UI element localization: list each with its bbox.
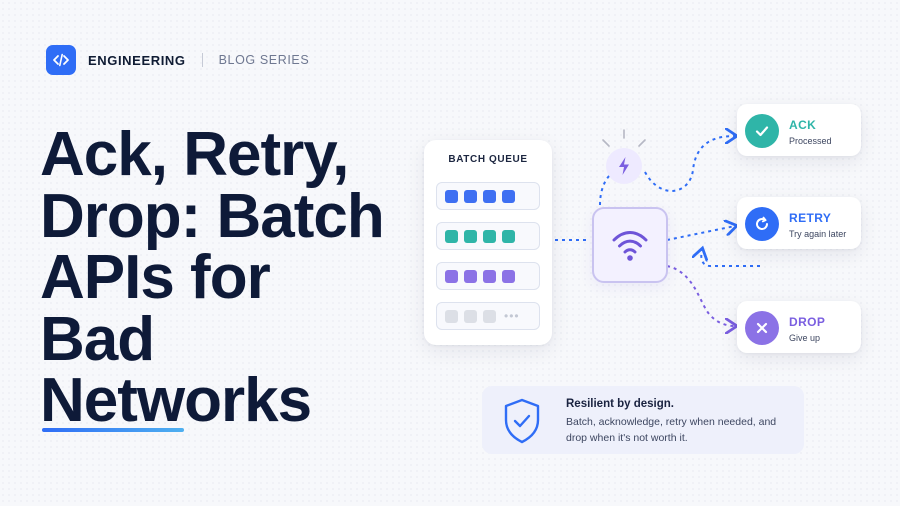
outcome-title: ACK	[789, 118, 817, 132]
queue-cell	[445, 189, 458, 203]
queue-row: •••	[436, 302, 540, 330]
shield-check-icon	[498, 396, 546, 451]
wifi-icon	[612, 231, 648, 261]
signal-rays	[602, 129, 646, 147]
banner-title: Resilient by design.	[566, 398, 674, 410]
queue-cell	[445, 309, 458, 323]
queue-cell	[502, 189, 515, 203]
outcome-title: RETRY	[789, 211, 832, 225]
outcome-subtitle: Give up	[789, 333, 821, 343]
more-indicator: •••	[504, 309, 520, 323]
outcome-card-ack: ACK Processed	[737, 104, 861, 156]
queue-row	[436, 262, 540, 290]
queue-cell	[445, 229, 458, 243]
outcome-subtitle: Try again later	[789, 229, 847, 239]
retry-loop-line	[701, 250, 760, 267]
queue-cell	[483, 229, 496, 243]
check-icon	[745, 114, 779, 148]
queue-row	[436, 222, 540, 250]
outcome-card-drop: DROP Give up	[737, 301, 861, 353]
to-ack-line	[644, 136, 735, 192]
queue-cell	[502, 229, 515, 243]
lightning-icon	[606, 148, 642, 184]
title-line: Bad Networks	[40, 304, 312, 435]
queue-cell	[483, 189, 496, 203]
queue-cell	[464, 269, 477, 283]
queue-cell	[445, 269, 458, 283]
hub-to-signal-line	[599, 174, 611, 206]
info-banner: Resilient by design. Batch, acknowledge,…	[482, 386, 804, 454]
to-retry-line	[666, 226, 735, 241]
title-line: Drop: Batch	[40, 181, 385, 251]
title-line: Ack, Retry,	[40, 120, 349, 189]
page-title: Ack, Retry, Drop: Batch APIs for Bad Net…	[40, 124, 440, 432]
queue-cell	[483, 269, 496, 283]
batch-queue-card: BATCH QUEUE •••	[424, 140, 552, 345]
queue-cell	[483, 309, 496, 323]
banner-body: Batch, acknowledge, retry when needed, a…	[566, 416, 777, 444]
queue-cell	[464, 309, 477, 323]
outcome-card-retry: RETRY Try again later	[737, 197, 861, 249]
queue-cell	[502, 269, 515, 283]
title-line: APIs for	[40, 243, 271, 312]
code-icon	[46, 45, 76, 75]
outcome-title: DROP	[789, 315, 826, 329]
queue-cell	[464, 229, 477, 243]
network-hub	[592, 207, 668, 283]
refresh-icon	[745, 207, 779, 241]
queue-cell	[464, 189, 477, 203]
series-label: BLOG SERIES	[218, 53, 310, 67]
to-drop-line	[666, 265, 735, 326]
outcome-subtitle: Processed	[789, 136, 832, 146]
category-label: ENGINEERING	[88, 52, 186, 68]
queue-title: BATCH QUEUE	[448, 154, 528, 165]
queue-row	[436, 182, 540, 210]
title-underline	[42, 428, 184, 432]
brand-header: ENGINEERING BLOG SERIES	[46, 45, 309, 75]
x-icon	[745, 311, 779, 345]
divider	[201, 53, 203, 67]
